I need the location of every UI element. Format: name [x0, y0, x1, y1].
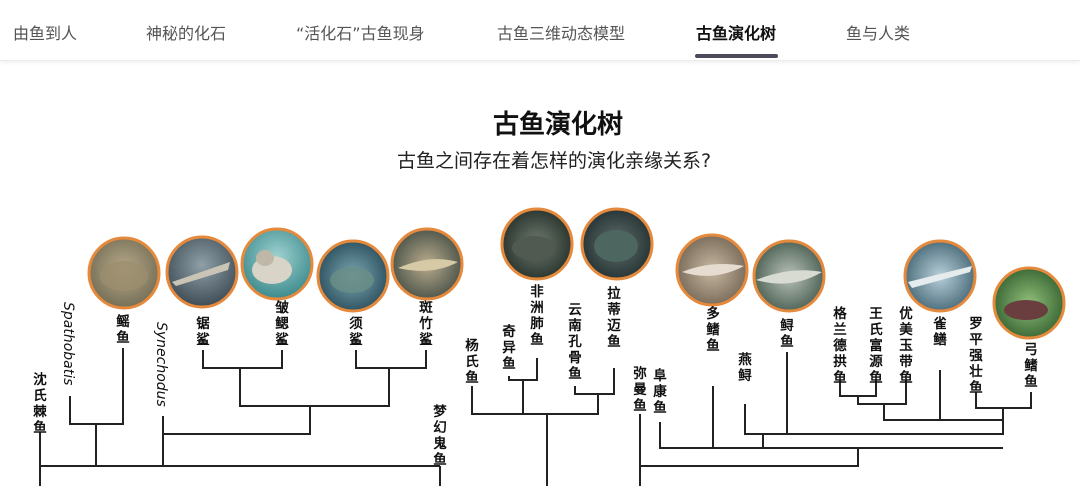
wobbegong-photo [316, 239, 390, 313]
tab-3d-models[interactable]: 古鱼三维动态模型 [497, 24, 626, 43]
page-subtitle: 古鱼之间存在着怎样的演化亲缘关系? [396, 150, 712, 172]
tab-living-fossil[interactable]: “活化石”古鱼现身 [296, 24, 425, 43]
bamboo-shark-photo [390, 227, 464, 301]
species-label-yanxun: 燕鲟 [738, 352, 752, 384]
sawshark-photo [165, 235, 239, 309]
species-photos [87, 207, 1066, 340]
species-label-xunyu: 鲟鱼 [780, 318, 794, 350]
species-label-yunnankonggu: 云南孔骨鱼 [568, 302, 582, 382]
sturgeon-photo [752, 239, 826, 313]
species-label-duoqiyu: 多鳍鱼 [706, 306, 720, 354]
tab-fish-to-human[interactable]: 由鱼到人 [13, 24, 78, 43]
species-label-gongqiyu: 弓鳍鱼 [1024, 342, 1038, 390]
species-label-menghuanguiyu: 梦幻鬼鱼 [433, 404, 447, 468]
tab-fish-and-humans[interactable]: 鱼与人类 [846, 24, 911, 43]
species-label-gelande: 格兰德拱鱼 [833, 306, 847, 386]
species-label-queshan: 雀鳝 [933, 316, 947, 348]
species-label-xusha: 须鲨 [349, 316, 363, 348]
tab-bar: 由鱼到人 神秘的化石 “活化石”古鱼现身 古鱼三维动态模型 古鱼演化树 鱼与人类 [0, 0, 1080, 61]
species-label-latimeria: 拉蒂迈鱼 [607, 286, 621, 350]
species-label-qiyiyu: 奇异鱼 [502, 324, 516, 372]
species-label-fukangyu: 阜康鱼 [653, 368, 667, 416]
species-label-mimanyu: 弥曼鱼 [633, 366, 647, 414]
tab-evolution-tree[interactable]: 古鱼演化树 [696, 24, 777, 43]
species-label-yaoyu: 鳐鱼 [116, 314, 130, 346]
species-label-shenshijiyu: 沈氏棘鱼 [33, 372, 47, 436]
tab-mysterious-fossils[interactable]: 神秘的化石 [146, 24, 227, 43]
species-label-synechodus: Synechodus [153, 322, 169, 407]
species-label-wangshifuyuan: 王氏富源鱼 [869, 306, 883, 386]
ray-photo [87, 236, 161, 310]
bowfin-photo [992, 266, 1066, 340]
gar-photo [903, 239, 977, 313]
species-label-banzhusha: 斑竹鲨 [419, 300, 433, 348]
coelacanth-photo [580, 207, 654, 281]
species-label-yangshiyu: 杨氏鱼 [465, 338, 479, 386]
active-tab-indicator [695, 54, 778, 58]
species-label-feizhoufeiyu: 非洲肺鱼 [530, 284, 544, 348]
species-label-luopingqiang: 罗平强壮鱼 [969, 316, 983, 396]
bichir-photo [675, 233, 749, 307]
species-label-spathobatis: Spathobatis [60, 302, 76, 386]
species-label-youmeiyudai: 优美玉带鱼 [899, 306, 913, 386]
lungfish-photo [500, 207, 574, 281]
species-label-zhouyisha: 皱鳃鲨 [275, 300, 289, 348]
frilled-shark-photo [240, 227, 314, 301]
page-title: 古鱼演化树 [492, 110, 623, 140]
species-label-jusha: 锯鲨 [196, 316, 210, 348]
